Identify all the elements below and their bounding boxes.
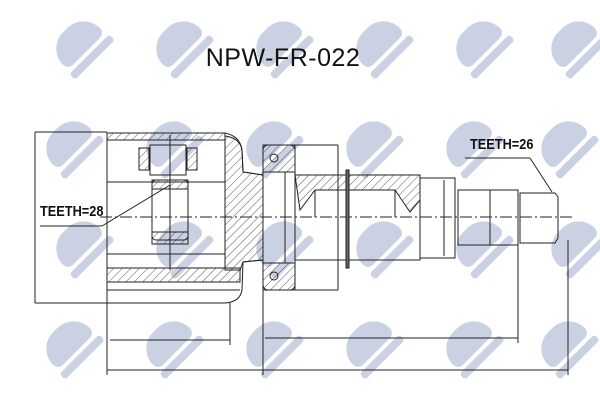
roller-section xyxy=(138,147,150,171)
flange-hole xyxy=(269,271,279,281)
flange-hole xyxy=(269,153,279,163)
flange-section xyxy=(262,144,296,173)
leader-line-teeth-28 xyxy=(101,184,171,227)
part-number-title: NPW-FR-022 xyxy=(205,44,361,72)
circlip-ring xyxy=(345,169,350,269)
teeth-26-label: TEETH=26 xyxy=(470,136,534,153)
roller-top xyxy=(149,144,187,176)
housing-top-wall xyxy=(106,132,226,141)
teeth-28-label: TEETH=28 xyxy=(40,203,104,220)
leader-line-teeth-26 xyxy=(529,157,553,193)
shaft-step-1 xyxy=(420,177,456,259)
flange-section xyxy=(262,262,296,291)
housing-bottom-wall xyxy=(106,267,241,283)
spline-end xyxy=(519,192,559,244)
roller-section xyxy=(186,147,198,171)
housing-end-wall xyxy=(224,135,264,271)
shaft-section xyxy=(294,174,421,213)
